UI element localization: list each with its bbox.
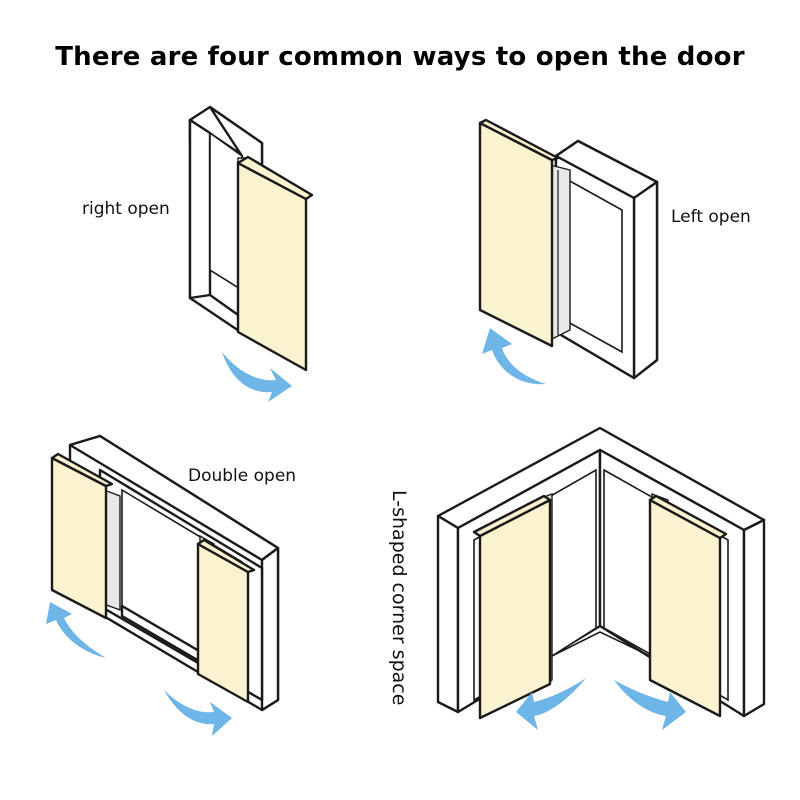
arrow-right-open [222, 352, 292, 402]
arrow-double-open-right [164, 690, 232, 736]
left-open-door [478, 121, 554, 348]
l-shaped-left-door [478, 498, 552, 720]
double-open-cabinet [50, 434, 280, 712]
label-left-open: Left open [671, 207, 751, 227]
l-shaped-cabinet [436, 426, 766, 720]
arrow-left-open [482, 328, 546, 385]
diagram-title: There are four common ways to open the d… [55, 42, 745, 72]
label-double-open: Double open [188, 466, 297, 486]
arrow-l-shaped-left [516, 678, 586, 730]
arrow-l-shaped-right [614, 680, 686, 730]
arrow-double-open-left [46, 602, 106, 658]
left-open-cabinet [478, 118, 659, 380]
label-right-open: right open [82, 199, 170, 219]
right-open-cabinet [188, 105, 314, 372]
